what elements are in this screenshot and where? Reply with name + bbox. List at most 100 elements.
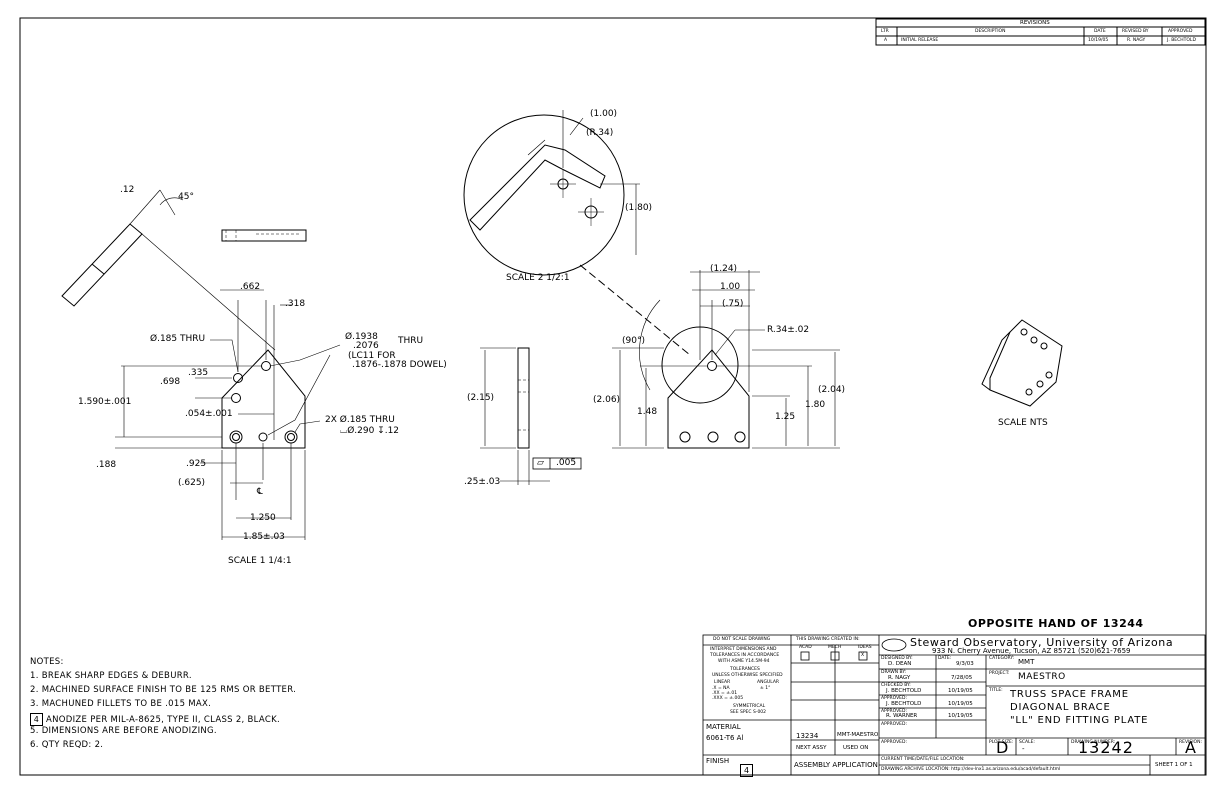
rev-header-approved: APPROVED (1168, 29, 1193, 34)
tb-designed-by: D. DEAN (888, 661, 912, 667)
tb-sheet: SHEET 1 OF 1 (1155, 762, 1193, 768)
dim-opp-90: (90°) (622, 336, 645, 346)
main-plate-view (61, 189, 341, 540)
tb-dwg-num-label: DRAWING NUMBER: (1071, 740, 1116, 745)
tb-assembly-application: ASSEMBLY APPLICATION (794, 761, 878, 769)
tb-revision: A (1185, 738, 1197, 757)
dim-centerline: ℄ (257, 487, 263, 497)
tb-approved4-label: APPROVED: (881, 740, 907, 745)
tb-category-label: CATEGORY: (989, 656, 1014, 661)
tb-acad: ACAD (799, 645, 812, 650)
tb-approved1-label: APPROVED: (881, 696, 907, 701)
dim-opp-180: 1.80 (805, 400, 826, 410)
dim-662: .662 (240, 282, 261, 292)
note-4: 4 ANODIZE PER MIL-A-8625, TYPE II, CLASS… (30, 713, 280, 726)
tb-dwg-num: 13242 (1078, 738, 1134, 757)
dim-opp-206: (2.06) (593, 395, 621, 405)
tb-tol-ang: ± 1° (760, 686, 771, 691)
tb-tol-xxx: .XXX = ±.005 (712, 696, 744, 701)
tb-address: 933 N. Cherry Avenue, Tucson, AZ 85721 (… (932, 647, 1131, 655)
note-5: 5. DIMENSIONS ARE BEFORE ANODIZING. (30, 726, 217, 736)
tb-title-line-2: DIAGONAL BRACE (1010, 702, 1111, 713)
tb-linear: LINEAR (714, 680, 731, 685)
dim-2x-hole: 2X Ø.185 THRU (325, 415, 395, 425)
dim-335: .335 (188, 368, 209, 378)
rev-header-date: DATE (1094, 29, 1106, 34)
tb-do-not-scale: DO NOT SCALE DRAWING (713, 637, 771, 642)
notes-title: NOTES: (30, 657, 64, 667)
tb-designed-by-label: DESIGNED BY: (881, 656, 913, 661)
tb-created-in: THIS DRAWING CREATED IN: (796, 637, 860, 642)
tb-mech: MECH (828, 645, 842, 650)
flatness-value: .005 (556, 458, 577, 468)
main-view-scale: SCALE 1 1/4:1 (228, 556, 292, 566)
dim-054: .054±.001 (185, 409, 233, 419)
rev-row-description: INITIAL RELEASE (901, 38, 939, 43)
iso-scale: SCALE NTS (998, 418, 1048, 428)
dim-opp-148: 1.48 (637, 407, 658, 417)
detail-circle-view (463, 110, 691, 356)
tb-approved2-label: APPROVED: (881, 709, 907, 714)
opposite-front-view (612, 270, 840, 449)
dim-detail-r34: (R.34) (586, 128, 614, 138)
tb-title-line-1: TRUSS SPACE FRAME (1010, 689, 1129, 700)
note-2: 2. MACHINED SURFACE FINISH TO BE 125 RMS… (30, 685, 297, 695)
tb-checked-date: 10/19/05 (948, 688, 973, 694)
rev-row-ltr: A (884, 38, 888, 43)
dim-1938: Ø.1938 (345, 332, 378, 342)
tb-designed-date: 9/3/03 (956, 661, 974, 667)
tb-org: Steward Observatory, University of Arizo… (910, 636, 1174, 649)
dim-625: (.625) (178, 478, 206, 488)
tb-tol-x: .X = NA (712, 686, 730, 691)
tb-tolerances: TOLERANCES (730, 667, 760, 672)
tb-scale-label: SCALE: (1019, 740, 1035, 745)
tb-angular: ANGULAR (757, 680, 780, 685)
tb-tol-xx: .XX = ±.01 (712, 691, 738, 696)
detail-scale: SCALE 2 1/2:1 (506, 273, 570, 283)
tb-checked-by-label: CHECKED BY: (881, 683, 911, 688)
dim-45: 45° (178, 192, 194, 202)
dim-thru: THRU (398, 336, 424, 346)
tb-material: 6061-T6 Al (706, 734, 744, 742)
tb-ideas-check: X (861, 653, 865, 658)
tb-approved2-date: 10/19/05 (948, 713, 973, 719)
tb-finish-label: FINISH (706, 757, 730, 765)
opposite-hand-note: OPPOSITE HAND OF 13244 (968, 617, 1144, 630)
dim-1250: 1.250 (250, 513, 276, 523)
note-4-text: ANODIZE PER MIL-A-8625, TYPE II, CLASS 2… (46, 715, 280, 725)
dim-opp-124: (1.24) (710, 264, 738, 274)
tb-assy-num: 13234 (796, 732, 819, 740)
tb-plot-size: D (996, 738, 1010, 757)
dim-dowel-1: (LC11 FOR (348, 351, 396, 361)
dim-12: .12 (120, 185, 135, 195)
note-6: 6. QTY REQD: 2. (30, 740, 104, 750)
note-4-flag: 4 (30, 713, 43, 726)
rev-row-approved: J. BECHTOLD (1167, 38, 1196, 43)
tb-unless: UNLESS OTHERWISE SPECIFIED (712, 673, 783, 678)
revisions-block-frame (875, 18, 1206, 46)
dim-925: .925 (186, 459, 207, 469)
tb-title-label: TITLE: (989, 688, 1003, 693)
dim-opp-75: (.75) (722, 299, 744, 309)
dim-opp-r34: R.34±.02 (767, 325, 810, 335)
dim-25: .25±.03 (464, 477, 501, 487)
dim-opp-100: 1.00 (720, 282, 741, 292)
tb-plot-size-label: PLOT SIZE: (989, 740, 1014, 745)
tb-approved3-label: APPROVED: (881, 722, 907, 727)
tb-category: MMT (1018, 658, 1035, 666)
tb-project-label: PROJECT: (989, 671, 1010, 676)
note-3: 3. MACHUNED FILLETS TO BE .015 MAX. (30, 699, 212, 709)
flatness-symbol: ▱ (537, 458, 544, 468)
tb-approved2: R. WARNER (886, 713, 918, 719)
tb-interpret-2: TOLERANCES IN ACCORDANCE (710, 653, 780, 658)
tb-date-label: DATE: (938, 656, 952, 661)
dim-318: .318 (285, 299, 306, 309)
tb-drawn-by-label: DRAWN BY: (881, 670, 906, 675)
tb-checked-by: J. BECHTOLD (886, 688, 922, 694)
dim-detail-100: (1.00) (590, 109, 618, 119)
rev-header-description: DESCRIPTION (975, 29, 1006, 34)
tb-used-on: USED ON (843, 745, 869, 751)
rev-row-revised-by: R. NAGY (1127, 38, 1146, 43)
tb-approved1-date: 10/19/05 (948, 701, 973, 707)
